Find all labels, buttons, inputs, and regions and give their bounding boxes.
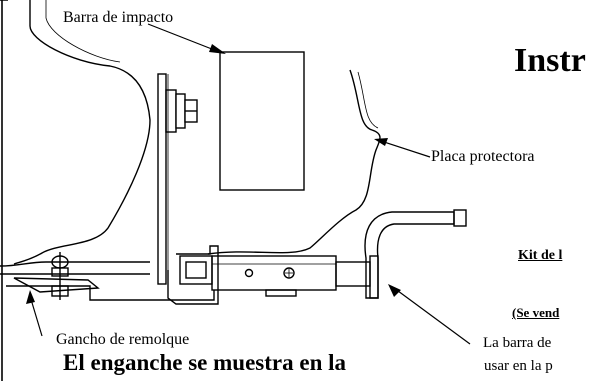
frame-rail-bottom <box>6 285 215 301</box>
receiver-square <box>179 255 213 285</box>
protector-plate-curve <box>207 69 381 255</box>
leader-lines <box>29 23 471 345</box>
description-line-2: usar en la p <box>484 358 553 374</box>
receiver-hole-right <box>283 267 295 279</box>
arrowhead-impact <box>209 44 226 54</box>
tow-hook-shape <box>13 277 100 293</box>
mount-bolt-head <box>175 93 186 129</box>
receiver-clip <box>265 289 297 297</box>
hitch-bracket-plate <box>167 245 219 305</box>
receiver-tube <box>211 255 337 291</box>
mount-bolt-washer <box>165 89 177 133</box>
bent-drawbar <box>364 211 455 299</box>
body-outline-left-inner <box>45 0 121 63</box>
impact-bar-block <box>219 51 305 191</box>
receiver-hole-left <box>244 268 254 278</box>
impact-bar-label: Barra de impacto <box>63 9 174 26</box>
frame-rail-top <box>0 261 150 267</box>
protector-plate-label: Placa protectora <box>431 148 535 165</box>
arrowhead-drawbar <box>388 284 401 297</box>
drawbar-tip <box>453 209 467 227</box>
body-outline-left <box>0 0 151 265</box>
drawbar-end <box>369 255 379 299</box>
page-title: Instr <box>514 42 586 79</box>
description-line-1: La barra de <box>483 335 552 351</box>
vertical-mount-plate <box>157 73 167 285</box>
arrowhead-hook <box>26 290 35 304</box>
leader-impact <box>147 23 223 54</box>
kit-heading: Kit de l <box>518 248 563 263</box>
arrowhead-plate <box>374 138 388 146</box>
protector-plate-inner <box>357 71 379 129</box>
drawbar <box>335 261 371 287</box>
receiver-square-inner <box>185 261 207 279</box>
leader-drawbar <box>393 287 471 345</box>
figure-caption: El enganche se muestra en la <box>63 350 347 375</box>
sold-separately-note: (Se vend <box>512 305 560 320</box>
tow-hook-label: Gancho de remolque <box>56 331 190 348</box>
leader-plate <box>377 139 431 158</box>
